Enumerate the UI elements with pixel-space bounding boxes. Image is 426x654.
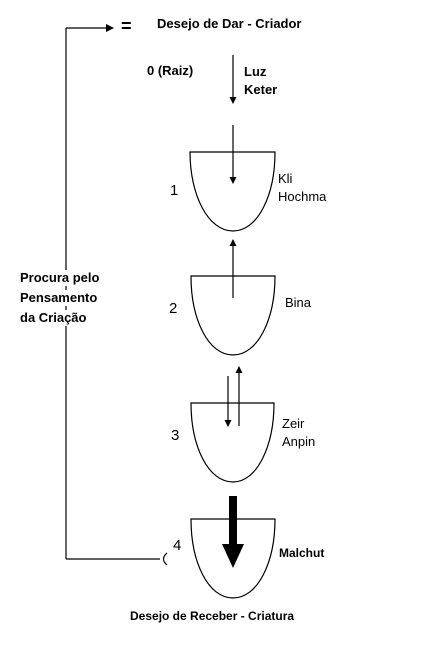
vessel-1-label-line1: Kli xyxy=(278,171,293,186)
vessel-2-bowl xyxy=(190,275,276,356)
light-label: Luz xyxy=(244,64,267,79)
vessel-2-number: 2 xyxy=(169,300,178,317)
receiver-label: Desejo de Receber - Criatura xyxy=(130,609,295,623)
vessel-3-label-line1: Zeir xyxy=(282,416,305,431)
vessel-4-bowl xyxy=(190,518,276,599)
vessel-2-label: Bina xyxy=(285,295,312,310)
giver-label: Desejo de Dar - Criador xyxy=(157,16,302,31)
loop-label-line2: Pensamento xyxy=(20,290,98,307)
vessel-3 xyxy=(190,366,275,483)
vessel-2 xyxy=(190,239,276,356)
vessel-3-bowl xyxy=(190,402,275,483)
vessel-1-label-line2: Hochma xyxy=(278,189,327,204)
vessel-1 xyxy=(189,125,276,232)
vessel-3-label-line2: Anpin xyxy=(282,434,316,449)
vessel-4 xyxy=(190,496,276,599)
root-label: 0 (Raiz) xyxy=(147,63,194,78)
vessel-3-number: 3 xyxy=(171,427,180,444)
vessel-4-thick-arrow-shaft xyxy=(229,496,237,546)
loop-hook xyxy=(162,552,168,566)
vessel-4-number: 4 xyxy=(173,537,182,554)
loop-label-line1: Procura pelo xyxy=(20,270,100,287)
loop-label-line3: da Criação xyxy=(20,310,87,327)
keter-label: Keter xyxy=(244,82,278,97)
equals-sign: = xyxy=(121,16,132,36)
vessel-1-bowl xyxy=(189,151,276,232)
vessel-4-thick-arrow-head xyxy=(222,544,244,568)
vessel-4-label: Malchut xyxy=(279,546,325,560)
vessel-1-number: 1 xyxy=(170,182,179,199)
